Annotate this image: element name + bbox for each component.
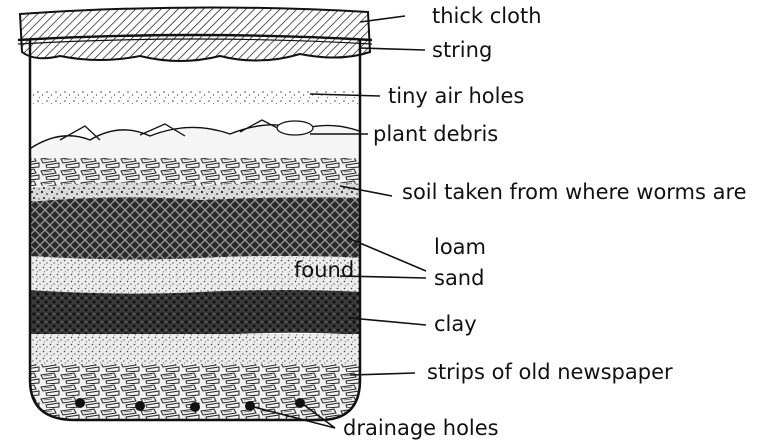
label-loam: loam <box>434 237 486 258</box>
label-plant-debris: plant debris <box>373 124 498 145</box>
label-thick-cloth: thick cloth <box>432 6 542 27</box>
label-tiny-air-holes: tiny air holes <box>388 86 524 107</box>
label-sand: sand <box>434 268 484 289</box>
jar-layers <box>25 40 365 424</box>
label-clay: clay <box>434 314 477 335</box>
label-drainage-holes: drainage holes <box>343 418 499 439</box>
label-newspaper: strips of old newspaper <box>427 362 673 383</box>
label-soil: soil taken from where worms are <box>402 182 747 203</box>
label-soil-continued: found <box>294 260 354 281</box>
label-string: string <box>432 40 492 61</box>
